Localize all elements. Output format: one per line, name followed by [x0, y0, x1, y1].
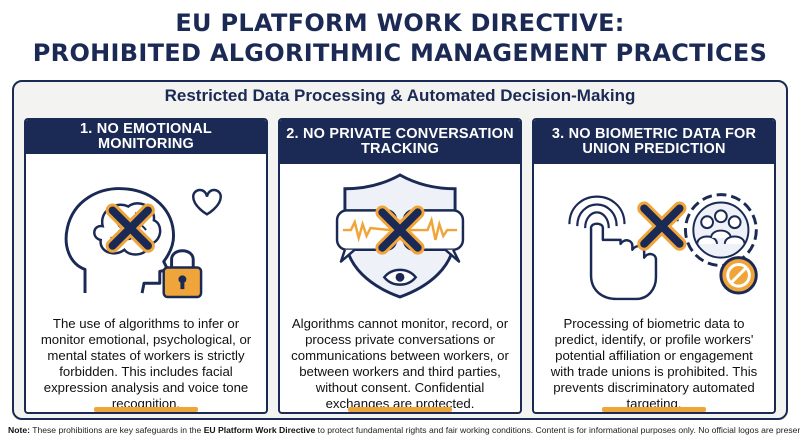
accent-bar: [94, 407, 198, 412]
note-label: Note:: [8, 425, 30, 435]
card-description: Processing of biometric data to predict,…: [550, 316, 758, 411]
note-text-before: These prohibitions are key safeguards in…: [29, 425, 204, 435]
card-emotional-monitoring: 1. NO EMOTIONAL MONITORING The use of al…: [24, 118, 268, 414]
card-description: Algorithms cannot monitor, record, or pr…: [291, 316, 509, 411]
panel-subtitle: Restricted Data Processing & Automated D…: [164, 86, 636, 105]
accent-bar: [602, 407, 706, 412]
card-heading: 2. NO PRIVATE CONVERSATION TRACKING: [280, 120, 520, 164]
note-emphasis: EU Platform Work Directive: [203, 425, 316, 435]
accent-bar: [348, 407, 452, 412]
brain-heart-lock-crossed-icon: [64, 187, 222, 299]
footnote: Note: These prohibitions are key safegua…: [8, 425, 800, 435]
card-description: The use of algorithms to infer or monito…: [40, 316, 252, 411]
title-line-1: EU PLATFORM WORK DIRECTIVE:: [175, 9, 625, 37]
note-text-after: to protect fundamental rights and fair w…: [315, 425, 800, 435]
title-line-2: PROHIBITED ALGORITHMIC MANAGEMENT PRACTI…: [32, 39, 768, 67]
fingerprint-group-crossed-icon: [568, 193, 758, 301]
restrictions-panel: Restricted Data Processing & Automated D…: [12, 80, 788, 420]
card-heading: 3. NO BIOMETRIC DATA FOR UNION PREDICTIO…: [534, 120, 774, 164]
card-conversation-tracking: 2. NO PRIVATE CONVERSATION TRACKING Algo…: [278, 118, 522, 414]
card-heading: 1. NO EMOTIONAL MONITORING: [26, 120, 266, 154]
shield-chat-eye-crossed-icon: [335, 173, 465, 299]
page-title: EU PLATFORM WORK DIRECTIVE: PROHIBITED A…: [0, 8, 800, 68]
card-biometric-union: 3. NO BIOMETRIC DATA FOR UNION PREDICTIO…: [532, 118, 776, 414]
